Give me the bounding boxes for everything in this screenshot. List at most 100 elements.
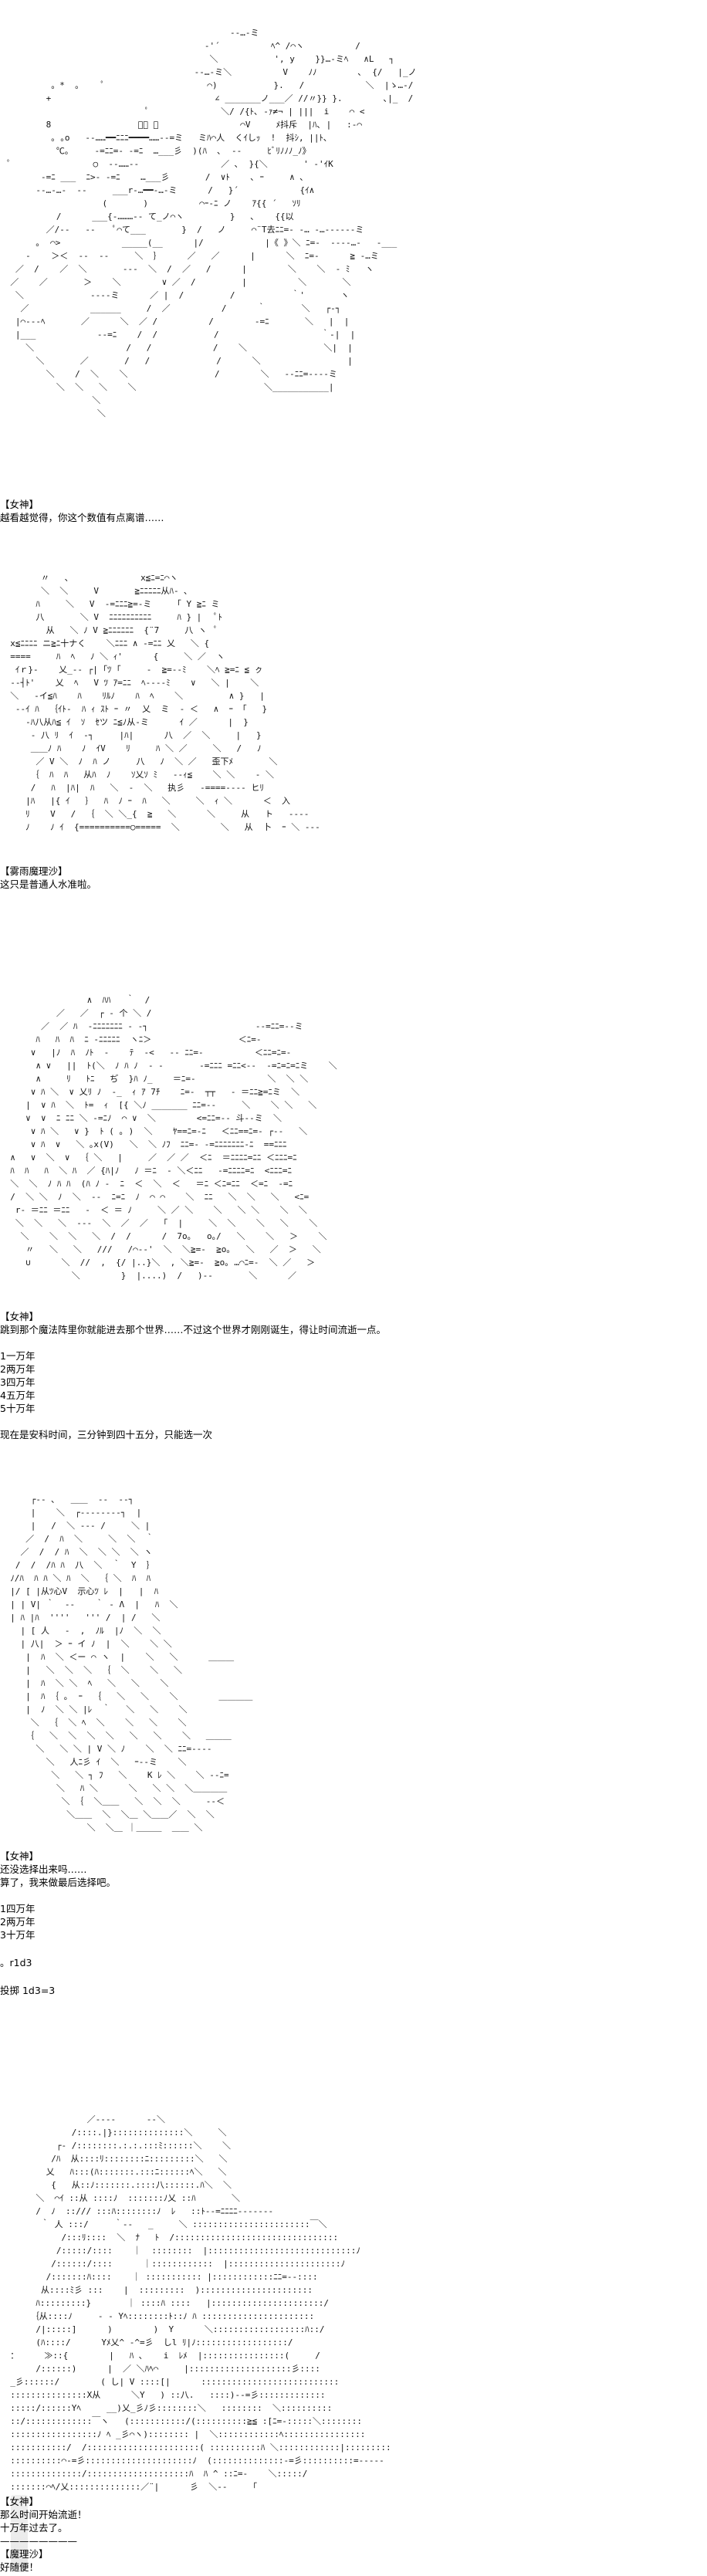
dialogue-line: 还没选择出来吗…… — [0, 1863, 87, 1875]
dialogue-1: 【女神】 越看越觉得，你这个数值有点离谱…… — [0, 498, 164, 524]
ascii-art-line: ∨ |ﾉ ﾊ ﾉﾄ ‐ ﾃ ‐< ‐‐ ﾆﾆ=‐ ＜ﾆﾆ=ﾆ=‐ — [0, 1048, 292, 1058]
ascii-art-line: :::::::::::/ /::::::::::::::::::::::( ::… — [0, 2442, 391, 2452]
ascii-art-line: ┌‐ /::::::::.:.:.:::ﾐ::::::＼ ＼ — [0, 2141, 232, 2151]
dialogue-line: 越看越觉得，你这个数值有点离谱…… — [0, 512, 164, 523]
ascii-art-line: ＼ — [0, 395, 285, 405]
ascii-art-line: ／ / / ﾊ ＼ ＼ ＼ ＼ ヽ — [0, 1547, 153, 1557]
ascii-art-line: 从 ＼ ﾉ V ≧ﾆﾆﾆﾆﾆﾆ {¨7 八 ヽ ﾟ — [0, 625, 218, 635]
ascii-art-line: / ___{‐………‐‐ て_ノ⌒ヽ } ､ {{以 — [0, 212, 294, 222]
ascii-art-scene-3: ∧ ﾊﾊ ｀ / ／ ／ ┌ ‐ 个 ＼ / ／ ／ ﾊ ‐ﾆﾆﾆﾆﾆﾆﾆ ‐ … — [0, 980, 707, 1308]
ascii-art-line: ﾟ ＼/ /{ﾄ､ -ｧ≠¬ | ||| i ⌒ < — [0, 107, 365, 117]
ascii-art-line: |ﾊ |{ ｲ ｝ ﾊ ﾉ ｰ ﾊ ＼ ＼ ｨ ＼ ＜ 入 — [0, 796, 291, 806]
ascii-art-line: ＼ ＼ ┐ ﾌ ＼ K ﾚ ＼ ＼ ‐‐ﾆ= — [0, 1770, 229, 1780]
speaker-name: 【女神】 — [0, 2496, 39, 2507]
ascii-art-line: _彡::::::/ ( し| V ::::[| ::::::::::::::::… — [0, 2377, 340, 2387]
ascii-art-line: /::::::/:::: ｜:::::::::::: |::::::::::::… — [0, 2259, 345, 2269]
option-4: 4五万年 — [0, 1390, 36, 1401]
ascii-art-line: ﾊ ﾊ ﾊ ﾆ ‐ﾆﾆﾆﾆﾆ ヽﾆ＞ ＜ﾆ=‐ — [0, 1034, 262, 1044]
ascii-art-line: ｲｒ}‐ 乂_‐‐ ┌| ｢ﾂ ｢ ‐ ≧=‐‐ﾐ ＼ﾍ ≧=ﾆ ≦ ㇰ — [0, 665, 263, 675]
ascii-art-line — [0, 2100, 707, 2113]
ascii-art-line — [0, 1467, 707, 1480]
dice-result: 投掷 1d3=3 — [0, 1985, 56, 1996]
ascii-art-line: ‐‐┤ﾄ' 乂 ﾍ V ﾂ ｱ=ﾆﾆ ﾍ‐‐‐‐ﾐ ∨ ＼ | ＼ — [0, 678, 259, 688]
ascii-art-scene-5: ／‐‐‐‐ ‐‐＼ /::::.|}::::::::::::::＼ ＼ ┌‐ /… — [0, 2100, 707, 2493]
ascii-art-line: (ﾊ::::/ Yﾒ乂^ ‐^=彡 しl ﾘ|ﾉ::::::::::::::::… — [0, 2337, 293, 2348]
option-3: 3四万年 — [0, 1376, 36, 1388]
ascii-art-line: /::::.|}::::::::::::::＼ ＼ — [0, 2127, 227, 2138]
ascii-art-line: -‐…‐ミ＼ V ﾉﾉ ､ {/ |_ノ — [0, 67, 417, 77]
ascii-art-line: ﾊ ＼ V ‐=ﾆﾆﾆ≧=‐ミ ｢ Y ≧ﾆ ミ — [0, 599, 220, 609]
vote-note: 现在是安科时间，三分钟到四十五分，只能选一次 — [0, 1429, 213, 1440]
ascii-art-line — [0, 13, 707, 26]
speaker-name: 【女神】 — [0, 1850, 39, 1862]
ascii-art-line: ∧ ﾘ ﾄﾆ ぢ }ﾊ ﾉ_ ＝ﾆ=‐ ＼ ＼ ＼ — [0, 1074, 309, 1084]
ascii-art-line: ‐ 八 ﾘ ｲ ‐┐ |ﾊ| 八 ／ ＼ | } — [0, 730, 262, 740]
ascii-art-line: ℃｡ -=ﾆﾆ=- -=ﾆ …___彡 )(ﾊ ､ ‐‐ ﾋﾞﾘﾉﾉﾉ_ﾉ》 — [0, 146, 311, 156]
ascii-art-line: ｛ ﾊ ﾊ 从ﾊ ﾉ ｿ乂ｿ ﾐ ‐‐ｨ≦ ＼ ＼ ‐ ＼ — [0, 770, 275, 780]
ascii-art-line: | ＼ ＼ ＼ ｛ ＼ ＼ ＼ — [0, 1665, 182, 1675]
ascii-art-line: ｀ 人 :::/ ｀‐‐ _ ＼ :::::::::::::::::::::::… — [0, 2219, 327, 2229]
ascii-art-line: 乂 ﾊ:::(ﾊ:::::::.:::ﾆ::::::ﾍ＼ ＼ — [0, 2167, 227, 2177]
ascii-art-line: | ∨ ﾊ ＼ ﾄ= ｨ [{ ＼ﾉ _______ ﾆﾆ=‐‐ ＼ ＼ ＼ ＼ — [0, 1100, 317, 1110]
dialogue-line: 跳到那个魔法阵里你就能进去那个世界……不过这个世界才刚刚诞生，得让时间流逝一点。 — [0, 1324, 387, 1335]
option-1: 1一万年 — [0, 1350, 36, 1362]
ascii-art-line: ＼ 人ﾆ彡 ｲ ＼ ｰ‐‐ミ ＼ — [0, 1757, 187, 1767]
ascii-art-scene-1: -‐…‐ミ ‐'´ ﾍ^ /⌒ヽ / ＼ ', y }}…‐ミﾍ ∧L ┐ -‐… — [0, 0, 707, 494]
ascii-art-line: :::::::::::::::::ﾉ ﾍ _彡⌒ヽ):::::::: | ＼::… — [0, 2429, 366, 2439]
ascii-art-line: ∧ ∨ ＼ ∨ ｛ ＼ | ／ ／ ／ ＜ﾆ ＝ﾆﾆﾆﾆ=ﾆﾆ ＜ﾆﾆﾆ=ﾆ — [0, 1153, 297, 1163]
ascii-art-line: ﾟ ○ -‐……‐- ／ ､ }{＼ ' ‐'ｲK — [0, 159, 333, 169]
ascii-art-line: | ＼ ┌‐‐‐‐‐‐‐‐┐ | — [0, 1508, 142, 1518]
dialogue-5: 【女神】 那么时间开始流逝！ 十万年过去了。 ———————— 【魔理沙】 好随… — [0, 2495, 87, 2574]
ascii-art-line: 〃 ＼ ＼ /// /⌒‐‐' ＼ ＼≧=- ≧o｡ ＼ ／ ＞ ＼ — [0, 1244, 321, 1254]
ascii-art-line: ＼ ＼ ＼ | V ＼ ﾉ ＼ ＼ ﾆﾆ=‐‐‐‐ — [0, 1744, 212, 1754]
ascii-art-line: ＼ / ＼ ＼ / ＼ ‐‐ﾆﾆ=‐‐‐‐ミ — [0, 369, 337, 379]
ascii-art-line: | / ＼ ‐‐‐ / ＼ | — [0, 1521, 151, 1531]
ascii-art-line: ﾊ ﾊ ﾊ ＼ ﾊ ／ {ﾊ|ﾉ ﾉ ＝ﾆ ‐ ＼＜ﾆﾆ ‐=ﾆﾆﾆﾆ=ﾆ <ﾆ… — [0, 1166, 293, 1176]
ascii-art-line: ∨ ﾊ ＼ ∨ 乂ﾘ ﾉ ‐_ ｨ ｱ 7ﾁ ﾆ=‐ ┬┬ ‐ ＝ﾆﾆ≧=ﾆミ … — [0, 1087, 300, 1097]
ascii-art-line: ‐ﾊ八从ﾊ≦ ｲ ｿ ｾツ ﾆ≦ﾉ从‐ミ ｲ ／ | } — [0, 717, 249, 727]
ascii-art-scene-4: ┌‐‐ ､ ＿＿ ‐‐ ‐‐┐ | ＼ ┌‐‐‐‐‐‐‐‐┐ | | / ＼ ‐… — [0, 1467, 707, 1847]
ascii-art-line: ／ ______ / ／ / ｀ ＼ ┌‐┐ — [0, 303, 341, 313]
ascii-art-line: /:::ﾘ:::: ＼ ﾅ ﾄ /:::::::::::::::::::::::… — [0, 2232, 339, 2243]
ascii-art-line: ＼ ＼＿ ｜＿＿＿ ＿＿ ＼ — [0, 1823, 203, 1833]
ascii-art-line: 8 ﾟ｡ ｡ ⌒V ﾒ抖斥 |ﾊ､ | :-⌒ — [0, 120, 362, 130]
ascii-art-line: ＼ ', y }}…‐ミﾍ ∧L ┐ — [0, 54, 394, 64]
ascii-art-line: ＼ ＼ ＼ ‐‐‐ ＼ ／ ／ ｢ | ＼ ＼ ＼ ＼ ＼ — [0, 1218, 318, 1228]
ascii-art-line: /ﾊ 从::::ﾘ::::::::ﾆ:::::::::＼ ＼ — [0, 2154, 228, 2164]
ascii-art-line: /:::::::ﾊ:::: ｜ ::::::::::: |:::::::::::… — [0, 2272, 318, 2282]
ascii-art-line: ∨ ﾊ ＼ ∨ } ﾄ ( ｡ ) ＼ ﾔ==ﾆ=‐ﾆ ＜ﾆﾆ==ﾆ=‐ ┌‐‐… — [0, 1126, 308, 1136]
dialogue-line: 好随便！ — [0, 2561, 39, 2573]
ascii-art-line: ＼ / / / ＼ ＼| | — [0, 343, 353, 353]
option-2: 2两万年 — [0, 1363, 36, 1375]
ascii-art-line: / / /ﾊ ﾊ 八 ＼ ｀ Y ｝ — [0, 1560, 155, 1570]
ascii-art-line: ＼ ＼ ＼ ＼ ＼___________| — [0, 382, 334, 392]
ascii-art-line: ==== ﾊ ﾍ ﾉ ＼ ｨ' { ＼ ／ ヽ — [0, 652, 225, 662]
speaker-name: 【魔理沙】 — [0, 2548, 49, 2560]
ascii-art-line: ＼ ﾊ ＼ ＼ ＼ ＼ ＼＿＿＿＿ — [0, 1783, 228, 1793]
ascii-art-line: :::::/::::::Yﾍ __)乂_彡ﾉ彡::::::::＼ :::::::… — [0, 2403, 333, 2413]
ascii-art-line: ﾘ V / ｛ ＼ ＼_{ ≧ ＼ ＼ 从 ト ‐‐‐‐ — [0, 809, 310, 819]
ascii-art-line: ┌‐‐ ､ ＿＿ ‐‐ ‐‐┐ — [0, 1494, 134, 1505]
ascii-art-line: ∧ ﾊﾊ ｀ / — [0, 995, 151, 1005]
dialogue-4: 【女神】 还没选择出来吗…… 算了，我来做最后选择吧。 1四万年 2两万年 3十… — [0, 1850, 116, 1997]
ascii-art-line: ::::::::::::::/::::::::::::::::::::ﾊ ﾊ ^… — [0, 2469, 308, 2479]
ascii-art-line: | | V| ｀ ‐‐ ｀ ‐ Λ | ﾊ ＼ — [0, 1599, 178, 1610]
ascii-art-line: ＼ — [0, 408, 106, 418]
ascii-art-line: ﾊ:::::::::} ｜ ::::ﾊ :::: |::::::::::::::… — [0, 2298, 329, 2308]
ascii-art-line: | ﾉ ＼ ＼ |ﾚ ｀ ＼ ＼ ＼ — [0, 1704, 188, 1715]
option-2: 2两万年 — [0, 1916, 36, 1928]
ascii-art-line: -‐…‐…‐ ‐‐ ___r‐…━━‐…‐ミ / }´ {ｲ∧ — [0, 185, 315, 195]
ascii-art-line: r‐ ＝ﾆﾆ ＝ﾆﾆ ‐ ＜ ＝ ﾉ ＼ ／ ＼ ＼ ＼ ＼ ＼ ＼ — [0, 1205, 307, 1215]
ascii-art-line: ＼ ＼ ＼ ＼ / / / 7o｡ o｡/ ＼ ＼ ＞ ＼ — [0, 1231, 327, 1241]
ascii-art-line: | ﾊ ＼ ＜ー ⌒ ヽ | ＼ ＼ ＿＿＿ — [0, 1652, 235, 1662]
ascii-art-line: ∨ ﾊ ∨ ＼ ｡x(V) ＼ ＼ ﾉﾌ ﾆﾆ=‐ ‐=ﾆﾆﾆﾆﾆﾆﾆ‐ﾆ ==… — [0, 1139, 287, 1149]
ascii-art-line: ｛ ＼ ＼ ＼ ＼ ＼ ＼ ＼ ＿＿＿ — [0, 1731, 232, 1741]
ascii-art-line: ＼ ‐イ≦ﾊ ﾊ ﾘﾙﾉ ﾊ ﾍ ＼ ∧ } | — [0, 691, 266, 701]
ascii-art-line: -=ﾆ ___ ﾆ>‐ -=ﾆ …___彡 / ∨ﾄ ､ ｰ ∧ ､ — [0, 172, 304, 182]
ascii-art-line: :::::::::::::::X从 ＼Y ) ::八. ::::)‐-=彡:::… — [0, 2390, 326, 2400]
ascii-art-line: ／ / ﾊ ＼ ＼ ＼ ｀ — [0, 1534, 154, 1544]
ascii-art-line: ::::::::::⌒‐=彡:::::::::::::::::::::ﾉ (::… — [0, 2456, 384, 2466]
ascii-art-line: ∨ ∨ ﾆ ﾆﾆ ＼ ‐=ﾆﾉ ⌒ ∨ ＼ <=ﾆﾆ=‐‐ 斗‐‐ミ ＼ — [0, 1113, 282, 1123]
ascii-art-line: ‐'´ ﾍ^ /⌒ヽ / — [0, 41, 360, 51]
ascii-art-line: ／‐‐‐‐ ‐‐＼ — [0, 2114, 166, 2124]
